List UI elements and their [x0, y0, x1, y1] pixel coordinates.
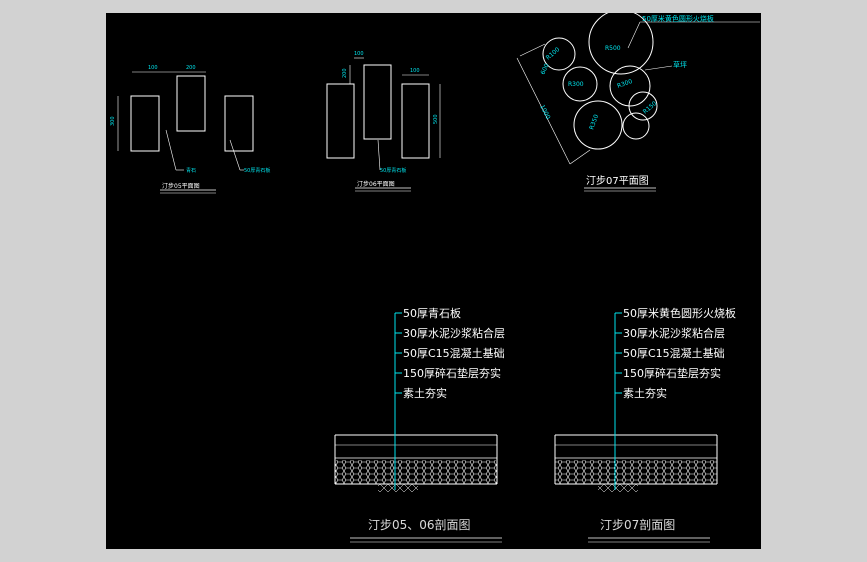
dimension-text: 1000	[538, 104, 551, 121]
layer-label: 50厚C15混凝土基础	[623, 346, 725, 360]
radius-text: R350	[588, 113, 600, 130]
dimension-text: 100	[354, 51, 364, 57]
plan-07-title: 汀步07平面图	[586, 175, 649, 187]
layer-label: 30厚水泥沙浆粘合层	[403, 326, 505, 340]
stone-circle	[562, 66, 598, 102]
leader-line	[165, 129, 177, 171]
soil-layer	[598, 484, 638, 492]
stone-circle	[628, 91, 658, 121]
stone-rect	[176, 75, 206, 132]
label-slab: 50厚米黄色圆形火烧板	[642, 14, 714, 23]
radius-text: R100	[545, 46, 562, 62]
layer-label: 150厚碎石垫层夯实	[623, 366, 721, 380]
layer-label: 150厚碎石垫层夯实	[403, 366, 501, 380]
stone-rect	[401, 83, 430, 159]
leader-line	[644, 65, 673, 71]
plan-06-title: 汀步06平面图	[357, 180, 395, 188]
section-0506-leader	[394, 312, 402, 490]
stone-rect	[224, 95, 254, 152]
leader-line	[627, 21, 641, 49]
stone-circle	[573, 100, 623, 150]
gravel-layer	[335, 460, 497, 484]
layer-label: 30厚水泥沙浆粘合层	[623, 326, 725, 340]
stone-rect	[130, 95, 160, 152]
radius-text: R300	[568, 81, 584, 88]
dimension-line	[519, 43, 546, 57]
cad-drawing: 100 200 300 青石 50厚青石板 汀步05平面图 100 100 20…	[110, 13, 760, 543]
layer-label: 50厚青石板	[403, 306, 461, 320]
layer-label: 素土夯实	[403, 386, 447, 400]
stone-circle	[588, 13, 654, 75]
soil-layer	[378, 484, 418, 492]
dimension-text: 200	[186, 65, 196, 71]
stone-circle	[622, 112, 650, 140]
dimension-text: 200	[342, 68, 348, 78]
gravel-layer	[555, 460, 717, 484]
plan-05-title: 汀步05平面图	[162, 182, 200, 190]
label-slab: 50厚青石板	[380, 167, 406, 174]
section-07	[554, 434, 718, 492]
radius-text: R500	[605, 45, 621, 52]
dimension-line	[516, 57, 571, 165]
dimension-text: 300	[110, 116, 116, 126]
layer-label: 50厚C15混凝土基础	[403, 346, 505, 360]
radius-text: R150	[642, 100, 659, 116]
stone-circle	[609, 65, 651, 107]
layer-label: 50厚米黄色圆形火烧板	[623, 306, 736, 320]
stone-rect	[326, 83, 355, 159]
label-lawn: 草坪	[673, 60, 687, 69]
plan-05	[117, 71, 254, 194]
stone-circle	[542, 37, 576, 71]
section-0506-title: 汀步05、06剖面图	[368, 518, 471, 532]
dimension-line	[569, 149, 591, 165]
stone-rect	[363, 64, 392, 140]
cad-drawing-canvas[interactable]: 100 200 300 青石 50厚青石板 汀步05平面图 100 100 20…	[106, 13, 761, 549]
dimension-text: 600	[539, 62, 550, 76]
section-0506	[334, 434, 498, 492]
label-stone: 青石	[186, 167, 196, 174]
layer-label: 素土夯实	[623, 386, 667, 400]
leader-line	[229, 139, 241, 171]
label-slab: 50厚青石板	[244, 167, 270, 174]
section-07-title: 汀步07剖面图	[600, 518, 675, 532]
plan-07	[516, 13, 760, 192]
dimension-text: 100	[148, 65, 158, 71]
section-07-leader	[614, 312, 622, 490]
dimension-text: 500	[433, 114, 439, 124]
radius-text: R300	[616, 78, 633, 90]
plan-06	[326, 57, 441, 192]
dimension-text: 100	[410, 68, 420, 74]
leader-line	[377, 139, 381, 171]
